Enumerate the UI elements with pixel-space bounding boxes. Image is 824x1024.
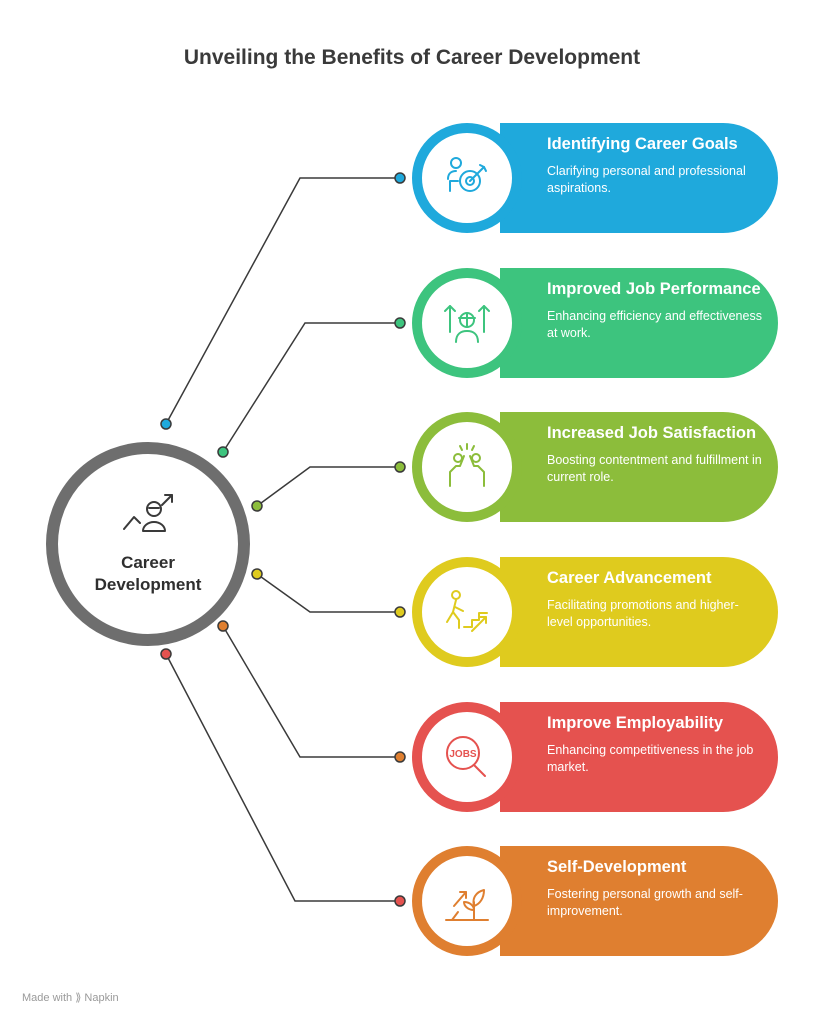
footer-credit: Made with ⟫ Napkin — [22, 992, 119, 1004]
diagram-title: Unveiling the Benefits of Career Develop… — [183, 46, 641, 69]
benefit-description: Facilitating promotions and higher-level… — [547, 598, 739, 629]
connector-dot — [251, 568, 263, 580]
connector-dot — [394, 895, 406, 907]
benefit-icon-ring — [412, 557, 522, 667]
connector-dot — [394, 172, 406, 184]
plant-growth-icon — [445, 889, 489, 921]
connector-dot — [160, 648, 172, 660]
stairs-climb-icon — [446, 590, 488, 632]
benefit-description: Enhancing competitiveness in the job mar… — [547, 743, 754, 774]
center-label-line1: Career — [121, 553, 175, 572]
connector-dot — [394, 461, 406, 473]
benefit-heading: Identifying Career Goals — [547, 135, 738, 153]
connector-dot — [394, 606, 406, 618]
center-node: Career Development — [46, 442, 250, 646]
benefit-card-band — [500, 412, 778, 522]
benefit-card-band — [500, 846, 778, 956]
person-growth-icon — [123, 494, 173, 532]
high-five-icon — [449, 443, 485, 487]
benefit-description: Clarifying personal and professional asp… — [547, 164, 746, 195]
benefit-card-band — [500, 123, 778, 233]
benefit-description: Enhancing efficiency and effectiveness a… — [547, 309, 762, 340]
connector-dot — [394, 751, 406, 763]
benefit-icon-ring — [412, 412, 522, 522]
connector-dot — [217, 620, 229, 632]
benefit-heading: Increased Job Satisfaction — [547, 424, 757, 442]
footer-brand: Napkin — [84, 992, 119, 1004]
connector-dot — [251, 500, 263, 512]
connector-dot — [217, 446, 229, 458]
benefit-description: Fostering personal growth and self-impro… — [547, 887, 743, 918]
benefit-card-band — [500, 268, 778, 378]
connector-dot — [394, 317, 406, 329]
benefit-heading: Improve Employability — [547, 714, 724, 732]
svg-text:JOBS: JOBS — [449, 749, 477, 760]
center-label-line2: Development — [94, 575, 202, 594]
benefit-description: Boosting contentment and fulfillment in … — [547, 453, 762, 484]
benefit-icon-ring — [412, 268, 522, 378]
benefit-icon-ring — [412, 846, 522, 956]
napkin-logo-icon: ⟫ — [75, 992, 82, 1004]
jobs-search-icon: JOBS — [446, 736, 486, 777]
benefit-icon-ring — [412, 123, 522, 233]
benefit-card-band — [500, 702, 778, 812]
benefit-icon-ring: JOBS — [412, 702, 522, 812]
benefit-heading: Career Advancement — [547, 569, 712, 587]
benefit-card-band — [500, 557, 778, 667]
target-person-icon — [447, 157, 487, 192]
connector-dot — [160, 418, 172, 430]
benefit-heading: Self-Development — [547, 858, 687, 876]
benefit-heading: Improved Job Performance — [547, 280, 761, 298]
worker-up-arrows-icon — [444, 305, 490, 343]
